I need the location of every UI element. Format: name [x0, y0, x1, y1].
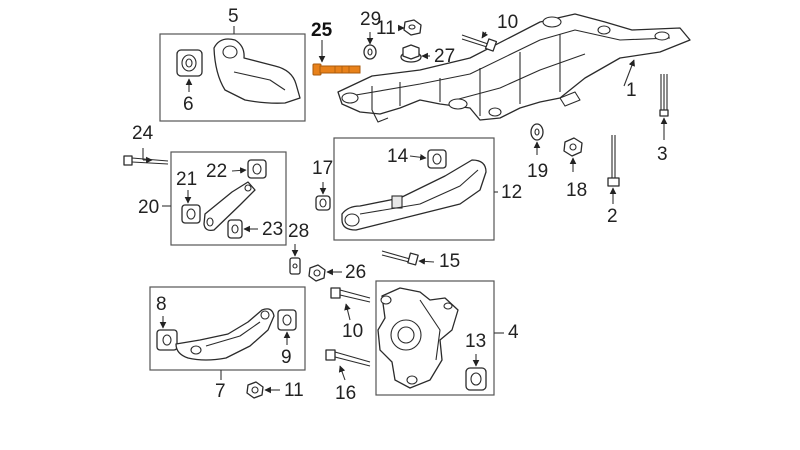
callout-2[interactable]: 2 [607, 206, 618, 227]
callout-11-top[interactable]: 11 [376, 18, 396, 39]
callout-24[interactable]: 24 [132, 123, 154, 144]
group-box-12 [333, 137, 495, 241]
group-box-4 [375, 280, 495, 396]
bushing-8[interactable] [156, 329, 178, 351]
group-box-7 [149, 286, 306, 371]
callout-16[interactable]: 16 [335, 383, 357, 404]
bushing-17[interactable] [315, 195, 331, 211]
bolt-16[interactable] [325, 349, 371, 367]
callout-12[interactable]: 12 [501, 182, 523, 203]
bushing-6[interactable] [176, 49, 203, 77]
callout-26[interactable]: 26 [345, 262, 367, 283]
knuckle-4[interactable] [377, 287, 459, 389]
flange-nut-27[interactable] [400, 44, 422, 63]
callout-27[interactable]: 27 [434, 46, 456, 67]
nut-18[interactable] [563, 137, 583, 157]
callout-5[interactable]: 5 [228, 6, 239, 27]
callout-18[interactable]: 18 [566, 180, 588, 201]
nut-26[interactable] [308, 264, 326, 282]
group-box-20 [170, 151, 287, 246]
callout-29[interactable]: 29 [360, 9, 382, 30]
bolt-10-top[interactable] [461, 34, 498, 52]
callout-21[interactable]: 21 [176, 169, 198, 190]
bushing-22[interactable] [247, 159, 267, 179]
clip-28[interactable] [289, 257, 301, 275]
callout-13[interactable]: 13 [465, 331, 487, 352]
callout-23[interactable]: 23 [262, 219, 284, 240]
bushing-9[interactable] [277, 309, 297, 331]
callout-25[interactable]: 25 [311, 20, 333, 41]
callout-4[interactable]: 4 [508, 322, 519, 343]
callout-28[interactable]: 28 [288, 221, 310, 242]
control-arm-5[interactable] [213, 38, 301, 104]
subframe[interactable] [337, 13, 691, 123]
link-arm-20[interactable] [203, 181, 256, 232]
callout-17[interactable]: 17 [312, 158, 334, 179]
group-box-5 [159, 33, 306, 122]
nut-11-bottom[interactable] [246, 381, 264, 399]
callout-20[interactable]: 20 [138, 197, 160, 218]
trailing-arm-12[interactable] [341, 159, 487, 231]
callout-10-top[interactable]: 10 [497, 12, 519, 33]
callout-11-bottom[interactable]: 11 [284, 380, 304, 401]
callout-22[interactable]: 22 [206, 161, 228, 182]
lower-arm-7[interactable] [175, 308, 275, 361]
callout-6[interactable]: 6 [183, 94, 194, 115]
callout-3[interactable]: 3 [657, 144, 668, 165]
callout-10-mid[interactable]: 10 [342, 321, 364, 342]
bushing-23[interactable] [227, 219, 243, 239]
long-bolt-3[interactable] [659, 74, 669, 117]
highlighted-bolt-25[interactable] [312, 63, 361, 76]
nut-11-top[interactable] [403, 19, 422, 36]
callout-1[interactable]: 1 [626, 80, 637, 101]
bolt-15[interactable] [381, 250, 419, 266]
bushing-13[interactable] [465, 367, 487, 391]
long-bolt-2[interactable] [607, 135, 620, 187]
callout-19[interactable]: 19 [527, 161, 549, 182]
bushing-14[interactable] [427, 149, 447, 169]
bolt-10-mid[interactable] [330, 287, 371, 303]
callout-15[interactable]: 15 [439, 251, 461, 272]
callout-14[interactable]: 14 [387, 146, 409, 167]
leader-lines [142, 24, 668, 394]
bushing-21[interactable] [181, 204, 201, 224]
callout-9[interactable]: 9 [281, 347, 292, 368]
callout-8[interactable]: 8 [156, 294, 167, 315]
callout-7[interactable]: 7 [215, 381, 226, 402]
